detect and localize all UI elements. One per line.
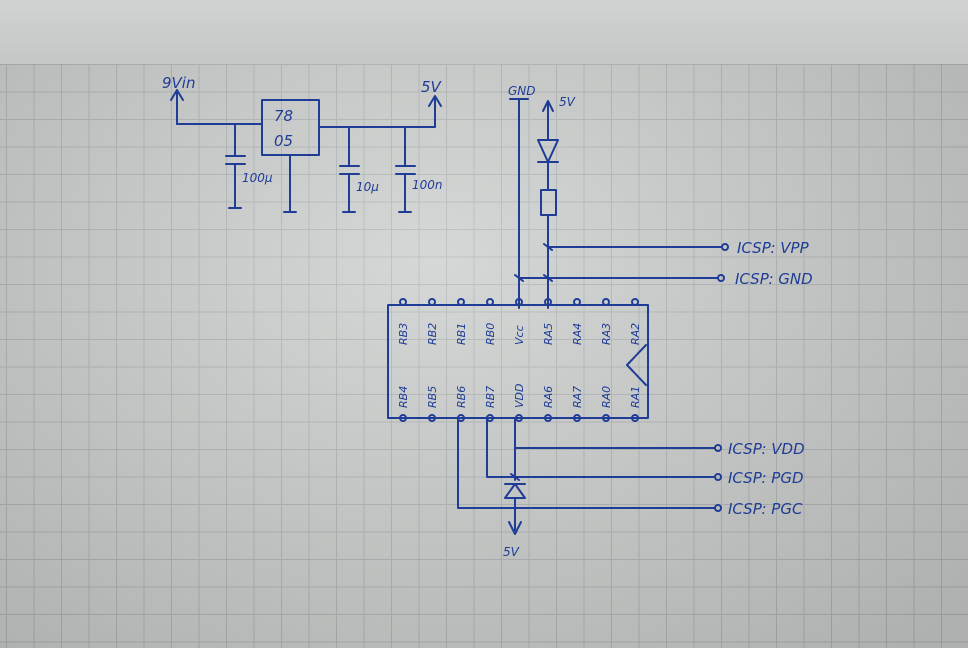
cap-100u-icon bbox=[225, 123, 246, 209]
chip-pin-label: RA6 bbox=[542, 386, 555, 408]
chip-pin-label: RA7 bbox=[571, 386, 584, 408]
chip-pin bbox=[602, 298, 610, 306]
icsp-vdd-label: ICSP: VDD bbox=[728, 440, 805, 458]
chip-pin bbox=[631, 414, 639, 422]
bottom-5v-arrow-icon bbox=[508, 497, 522, 535]
vin-arrow-icon bbox=[170, 89, 184, 125]
chip-pin bbox=[428, 298, 436, 306]
chip-pin bbox=[486, 298, 494, 306]
icsp-gnd-label: ICSP: GND bbox=[735, 270, 813, 288]
top-5v-arrow-icon bbox=[542, 100, 554, 119]
chip-pin-label: RA5 bbox=[542, 323, 555, 345]
pull-up-resistor-icon bbox=[540, 189, 557, 216]
vdd-wire bbox=[514, 417, 716, 481]
microcontroller: RB3 RB2 RB1 RB0 Vcc RA5 RA4 RA3 RA2 RB4 RB5 RB6 RB7… bbox=[387, 298, 649, 422]
bottom-5v-label: 5V bbox=[503, 545, 520, 559]
chip-pin-label: RA3 bbox=[600, 323, 613, 345]
gnd-rail bbox=[509, 98, 529, 309]
cap-100u-label: 100μ bbox=[242, 171, 273, 185]
pgc-wire bbox=[457, 417, 716, 509]
chip-pin-label: RA4 bbox=[571, 323, 584, 345]
regulator-top-label: 78 bbox=[274, 107, 293, 125]
chip-top-pins: RB3 RB2 RB1 RB0 Vcc RA5 RA4 RA3 RA2 bbox=[397, 298, 642, 345]
vin-label: 9Vin bbox=[162, 74, 195, 92]
icsp-vpp-label: ICSP: VPP bbox=[737, 239, 810, 257]
cap-10u-label: 10μ bbox=[356, 180, 379, 194]
chip-pin bbox=[515, 298, 523, 306]
chip-pin-label: RB5 bbox=[426, 386, 439, 408]
reg-5v-label: 5V bbox=[421, 78, 443, 96]
chip-notch-icon bbox=[626, 344, 647, 386]
chip-pin-label: RB2 bbox=[426, 323, 439, 345]
vdd-terminal bbox=[714, 444, 722, 452]
chip-pin-label: RB4 bbox=[397, 386, 410, 408]
chip-pin bbox=[544, 414, 552, 422]
icsp-bottom-section: ICSP: PGC ICSP: PGD ICSP: VDD 5V bbox=[457, 417, 805, 559]
chip-pin bbox=[544, 298, 552, 306]
pgd-wire bbox=[486, 417, 716, 478]
icsp-top-section: GND 5V ICSP: VPP ICSP: GND bbox=[508, 84, 813, 309]
paper-top-margin bbox=[0, 0, 968, 64]
chip-pin-label: RA1 bbox=[629, 386, 642, 408]
chip-pin bbox=[602, 414, 610, 422]
chip-bottom-pins: RB4 RB5 RB6 RB7 VDD RA6 RA7 RA0 RA1 bbox=[397, 384, 642, 422]
pgd-terminal bbox=[714, 473, 722, 481]
cap-100n-label: 100n bbox=[412, 178, 443, 192]
icsp-pgc-label: ICSP: PGC bbox=[728, 500, 803, 518]
chip-pin-label: RA0 bbox=[600, 386, 613, 408]
pgc-terminal bbox=[714, 504, 722, 512]
chip-pin-label: Vcc bbox=[513, 325, 526, 345]
top-diode-icon bbox=[537, 117, 559, 191]
chip-pin bbox=[399, 414, 407, 422]
chip-pin bbox=[573, 414, 581, 422]
chip-pin bbox=[573, 298, 581, 306]
reg-output-wire bbox=[318, 95, 442, 128]
vpp-terminal bbox=[721, 243, 729, 251]
chip-pin-label: VDD bbox=[513, 384, 526, 408]
chip-pin bbox=[428, 414, 436, 422]
chip-pin-label: RB0 bbox=[484, 323, 497, 345]
icsp-pgd-label: ICSP: PGD bbox=[728, 469, 804, 487]
regulator-section: 9Vin 100μ 78 05 5V 10μ 100n bbox=[162, 74, 443, 213]
gnd-label: GND bbox=[508, 84, 536, 98]
regulator-ground-icon bbox=[283, 154, 297, 213]
chip-pin bbox=[457, 298, 465, 306]
chip-pin-label: RA2 bbox=[629, 323, 642, 345]
chip-pin-label: RB7 bbox=[484, 386, 497, 408]
cap-10u-icon bbox=[339, 126, 360, 213]
top-5v-label: 5V bbox=[559, 95, 576, 109]
chip-pin-label: RB1 bbox=[455, 323, 468, 345]
chip-pin-label: RB6 bbox=[455, 386, 468, 408]
cap-100n-icon bbox=[395, 126, 416, 213]
chip-pin bbox=[631, 298, 639, 306]
wire-hop-marks bbox=[514, 243, 553, 282]
regulator-bottom-label: 05 bbox=[274, 132, 293, 150]
chip-pin-label: RB3 bbox=[397, 323, 410, 345]
icsp-gnd-terminal bbox=[717, 274, 725, 282]
vdd-hop-mark bbox=[510, 473, 520, 481]
bottom-diode-icon bbox=[504, 483, 526, 499]
chip-pin bbox=[399, 298, 407, 306]
